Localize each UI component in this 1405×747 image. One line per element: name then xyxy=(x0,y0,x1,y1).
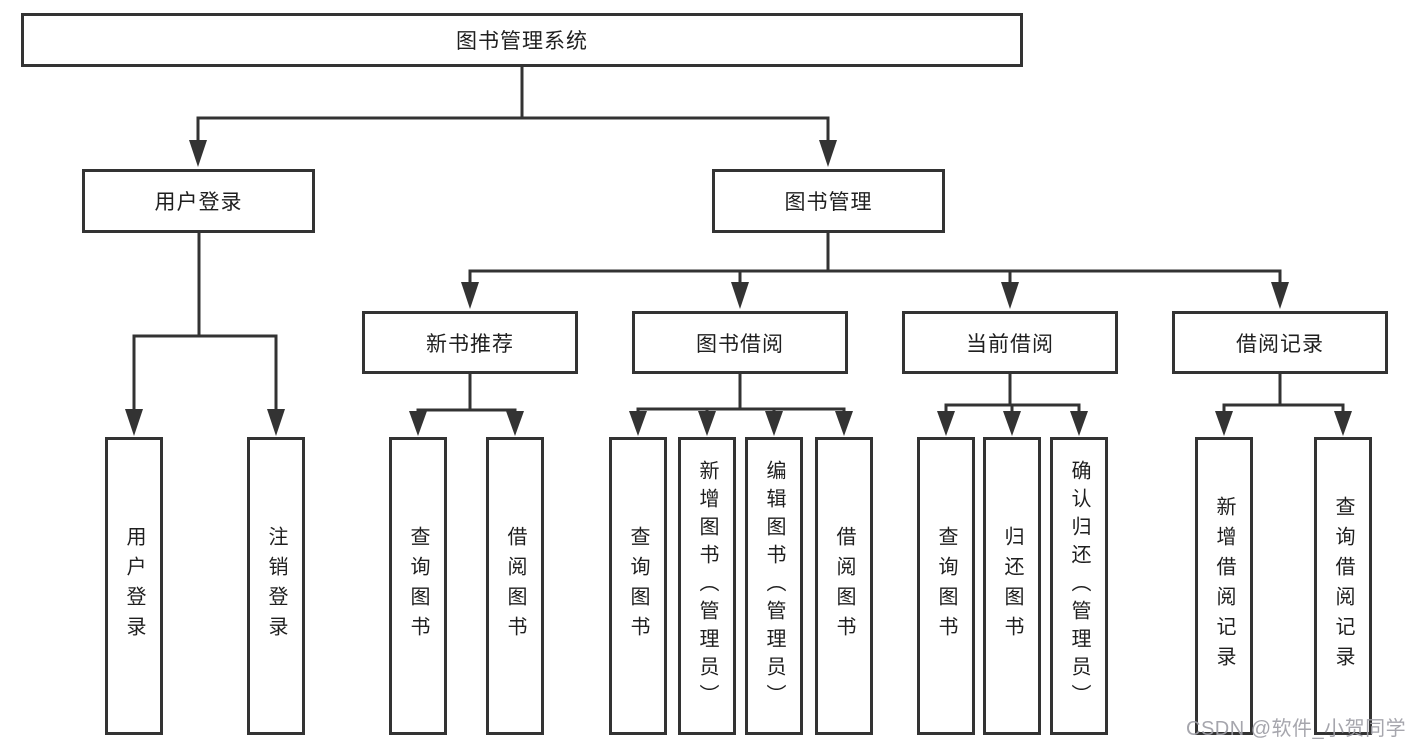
node-user-login: 用户登录 xyxy=(82,169,315,233)
leaf-logout: 注销登录 xyxy=(247,437,305,735)
leaf-borrow-books-2: 借阅图书 xyxy=(815,437,873,735)
node-book-management: 图书管理 xyxy=(712,169,945,233)
leaf-query-borrow-record: 查询借阅记录 xyxy=(1314,437,1372,735)
leaf-query-books-3: 查询图书 xyxy=(917,437,975,735)
leaf-return-books: 归还图书 xyxy=(983,437,1041,735)
arrowheads xyxy=(125,140,1352,436)
csdn-watermark: CSDN @软件_小贺同学 xyxy=(1186,718,1405,740)
leaf-borrow-books-1: 借阅图书 xyxy=(486,437,544,735)
node-root-library-system: 图书管理系统 xyxy=(21,13,1023,67)
node-borrow-record: 借阅记录 xyxy=(1172,311,1388,374)
leaf-confirm-return-admin: 确认归还（管理员） xyxy=(1050,437,1108,735)
leaf-user-login: 用户登录 xyxy=(105,437,163,735)
leaf-add-books-admin: 新增图书（管理员） xyxy=(678,437,736,735)
leaf-add-borrow-record: 新增借阅记录 xyxy=(1195,437,1253,735)
leaf-edit-books-admin: 编辑图书（管理员） xyxy=(745,437,803,735)
node-new-book-recommend: 新书推荐 xyxy=(362,311,578,374)
node-current-borrow: 当前借阅 xyxy=(902,311,1118,374)
node-book-borrow: 图书借阅 xyxy=(632,311,848,374)
leaf-query-books-2: 查询图书 xyxy=(609,437,667,735)
leaf-query-books-1: 查询图书 xyxy=(389,437,447,735)
